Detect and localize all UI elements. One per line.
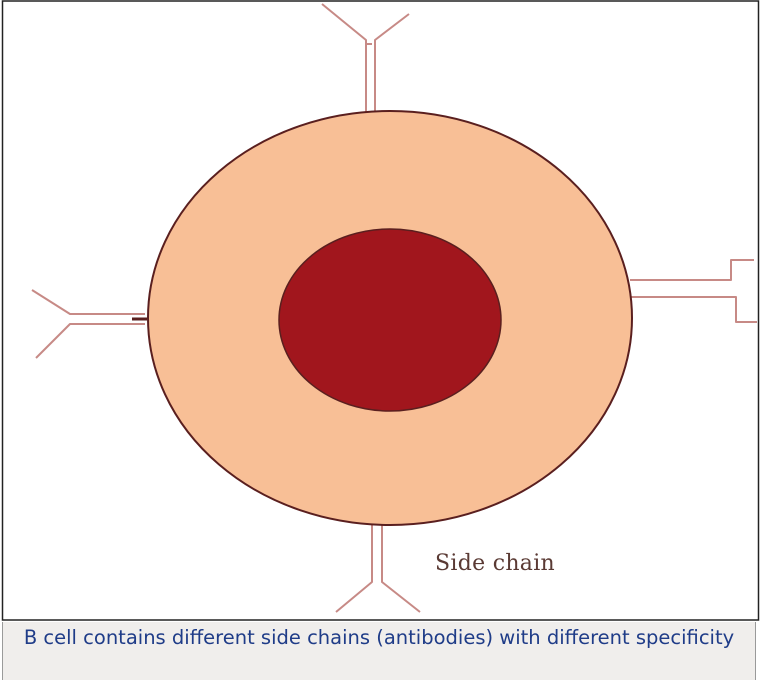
side-chain-right: [630, 260, 757, 322]
nucleus: [279, 229, 501, 411]
side-chain-left: [32, 290, 145, 358]
side-chain-label: Side chain: [435, 551, 555, 576]
figure-caption: B cell contains different side chains (a…: [2, 622, 756, 680]
side-chain-top: [322, 4, 409, 120]
b-cell-diagram: [0, 0, 761, 622]
side-chain-bottom: [336, 520, 420, 612]
